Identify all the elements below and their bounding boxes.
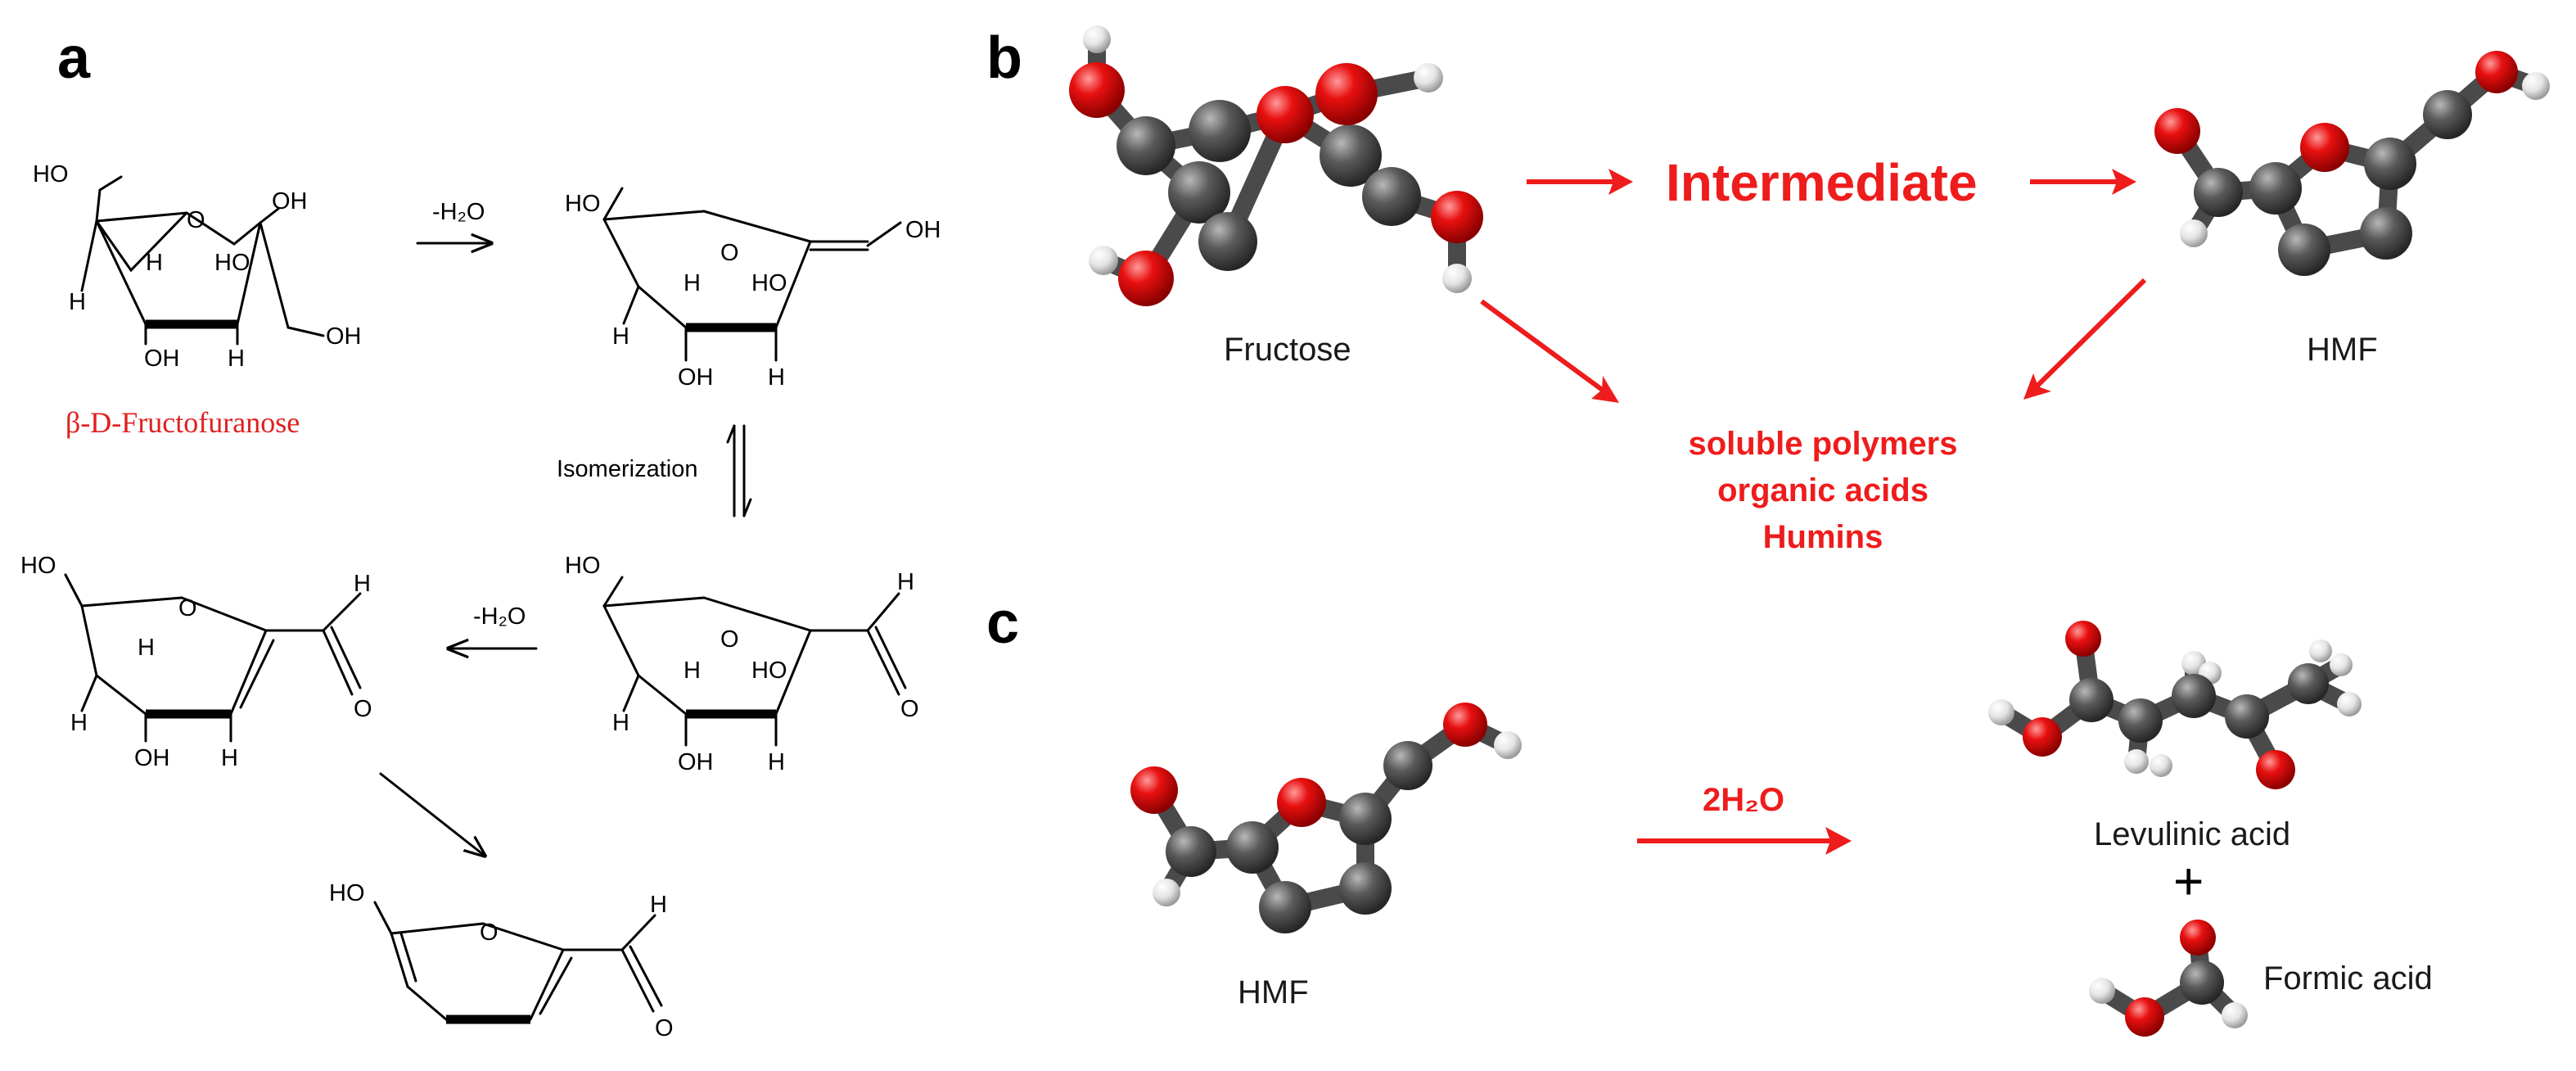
atom-h: H	[70, 710, 88, 736]
arrow-hydrolysis	[1637, 827, 1852, 855]
atom-h: H	[138, 635, 155, 661]
fructofuranose-label: β-D-Fructofuranose	[65, 406, 300, 439]
step3-label: -H₂O	[473, 603, 526, 630]
atom-h: H	[221, 745, 238, 771]
panel-a: a HO O OH H HO H OH H OH β-D-Fructofuran…	[20, 25, 941, 1042]
atom-oh: OH	[905, 217, 941, 243]
atom-o: O	[720, 626, 739, 653]
atom-h: H	[612, 323, 629, 350]
atom-h: H	[69, 289, 86, 315]
atom-o: O	[480, 920, 499, 946]
byproduct-item: Humins	[1763, 519, 1884, 555]
atom-h: H	[897, 569, 914, 595]
arrow-to-hmf	[379, 772, 485, 856]
atom-h: H	[683, 658, 701, 684]
atom-h: H	[228, 346, 245, 372]
byproduct-item: soluble polymers	[1689, 426, 1958, 462]
atom-oh: OH	[272, 188, 308, 215]
atom-ho: HO	[33, 161, 69, 188]
atom-ho: HO	[20, 553, 56, 579]
atom-oh: OH	[144, 346, 180, 372]
formic-acid-model: Formic acid	[2089, 920, 2433, 1037]
panel-letter-b: b	[986, 25, 1022, 91]
arrow-intermediate-to-hmf	[2030, 169, 2136, 195]
atom-ho: HO	[751, 658, 787, 684]
step1-label: -H₂O	[432, 199, 485, 225]
fructose-model: Fructose	[1069, 25, 1483, 368]
atom-h: H	[683, 270, 701, 296]
intermediate-label: Intermediate	[1666, 153, 1978, 212]
plus-sign: +	[2173, 852, 2204, 911]
atom-ho: HO	[329, 880, 365, 906]
atom-oh: OH	[678, 749, 714, 775]
atom-o: O	[354, 696, 372, 722]
dihydro-intermediate-structure: HO O H O H H OH H	[20, 553, 372, 771]
atom-h: H	[650, 892, 667, 918]
atom-oh: OH	[678, 364, 714, 391]
hmf-model-b: HMF	[2154, 51, 2550, 368]
atom-h: H	[354, 571, 371, 597]
hmf-label-c: HMF	[1238, 974, 1309, 1010]
atom-o: O	[900, 696, 919, 722]
hmf-label-b: HMF	[2307, 332, 2378, 368]
levulinic-acid-label: Levulinic acid	[2094, 816, 2290, 852]
arrow-hmf-to-byproducts	[2023, 278, 2147, 400]
panel-letter-a: a	[57, 25, 91, 91]
atom-o: O	[178, 595, 197, 621]
panel-b: b	[986, 25, 2550, 555]
reagent-label: 2H₂O	[1703, 782, 1784, 818]
atom-h: H	[768, 364, 785, 391]
atom-o: O	[187, 207, 205, 233]
atom-h: H	[612, 710, 629, 736]
byproduct-item: organic acids	[1717, 472, 1929, 508]
levulinic-acid-model: Levulinic acid	[1988, 621, 2362, 852]
panel-c: c HMF	[986, 590, 2433, 1037]
isomerization-arrows: Isomerization	[557, 424, 752, 517]
atom-oh: OH	[326, 323, 362, 350]
formic-acid-label: Formic acid	[2263, 960, 2433, 996]
atom-h: H	[146, 250, 163, 276]
fructose-label: Fructose	[1224, 332, 1351, 368]
isomerization-label: Isomerization	[557, 456, 697, 482]
atom-ho: HO	[751, 270, 787, 296]
hmf-model-c: HMF	[1130, 703, 1522, 1010]
atom-ho: HO	[214, 250, 250, 276]
arrow-fructose-to-byproducts	[1480, 299, 1619, 403]
panel-letter-c: c	[986, 590, 1019, 656]
atom-ho: HO	[565, 553, 601, 579]
byproducts-list: soluble polymers organic acids Humins	[1689, 426, 1958, 555]
atom-h: H	[768, 749, 785, 775]
atom-o: O	[655, 1015, 674, 1042]
atom-ho: HO	[565, 191, 601, 217]
enol-structure: HO O OH H HO H OH H	[565, 187, 941, 391]
atom-o: O	[720, 240, 739, 266]
arrow-fructose-to-intermediate	[1527, 169, 1633, 195]
atom-oh: OH	[134, 745, 170, 771]
keto-aldehyde-structure: HO O H O H HO H OH H	[565, 553, 919, 775]
fructofuranose-structure: HO O OH H HO H OH H OH β-D-Fructofuranos…	[33, 161, 362, 439]
hmf-skeletal-structure: HO O H O	[329, 880, 674, 1042]
